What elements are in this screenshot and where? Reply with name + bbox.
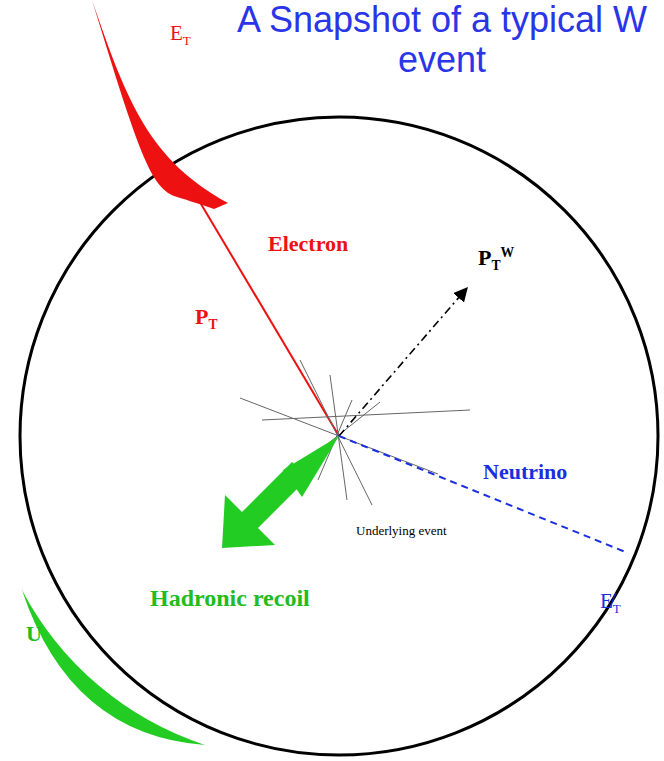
diagram-title: A Snapshot of a typical W event [232,0,652,80]
recoil-arrow [222,462,308,548]
momentum-label: PT [195,305,218,329]
electron-energy-deposit [92,0,228,209]
w-momentum-arrow [339,288,467,436]
electron-track [182,172,339,436]
region-label: Underlying event [356,524,447,538]
momentum-label: PTW [478,246,514,270]
energy-label: U [26,622,42,646]
detector-circle [20,117,658,755]
particle-label: Neutrino [483,460,567,484]
particle-label: Electron [268,232,348,256]
neutrino-track [339,436,628,553]
recoil-energy-deposit [22,590,205,745]
energy-label: ET [170,22,191,45]
missing-energy-label: E̸T [600,590,621,613]
recoil-label: Hadronic recoil [150,585,310,611]
